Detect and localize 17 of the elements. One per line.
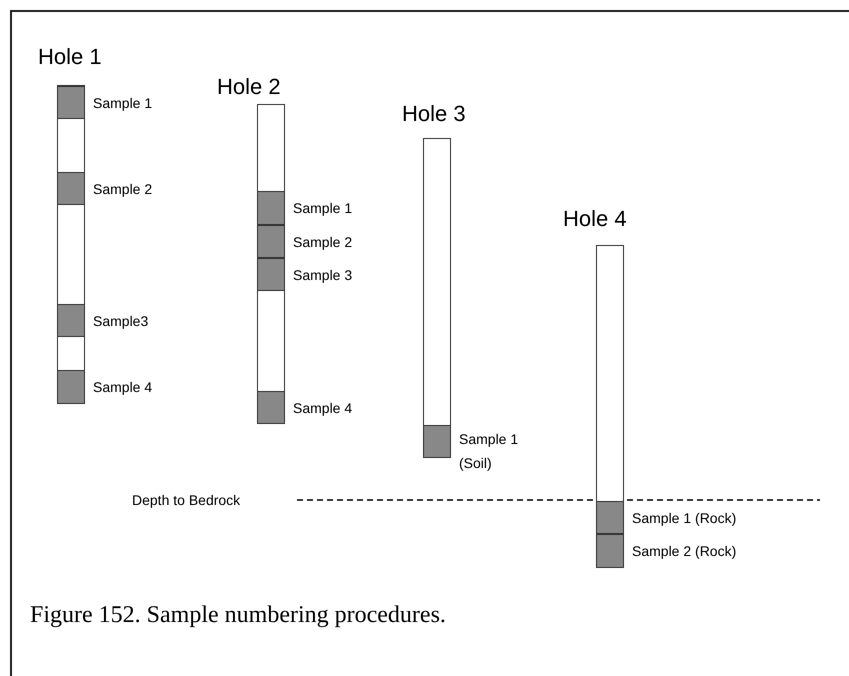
sample-label: Sample 2 <box>293 232 352 252</box>
sample-label: Sample 1 <box>93 94 152 113</box>
sample-label: Sample 3 <box>293 266 352 285</box>
sample-label: Sample 1 <box>293 199 352 218</box>
hole-title: Hole 3 <box>402 101 466 127</box>
hole-title: Hole 4 <box>563 206 627 232</box>
sample-label: Sample3 <box>93 312 148 331</box>
sample-label: Sample 1 (Soil) <box>459 430 520 473</box>
hole-title: Hole 2 <box>217 74 281 100</box>
sample-label: Sample 4 <box>293 398 352 418</box>
bedrock-label: Depth to Bedrock <box>132 491 240 510</box>
sample-label: Sample 4 <box>93 378 152 397</box>
hole-title: Hole 1 <box>38 44 102 70</box>
sample-label: Sample 2 (Rock) <box>632 542 736 561</box>
sample-label: Sample 2 <box>93 180 152 199</box>
sample-label: Sample 1 (Rock) <box>632 508 736 528</box>
figure-caption: Figure 152. Sample numbering procedures. <box>30 601 446 630</box>
